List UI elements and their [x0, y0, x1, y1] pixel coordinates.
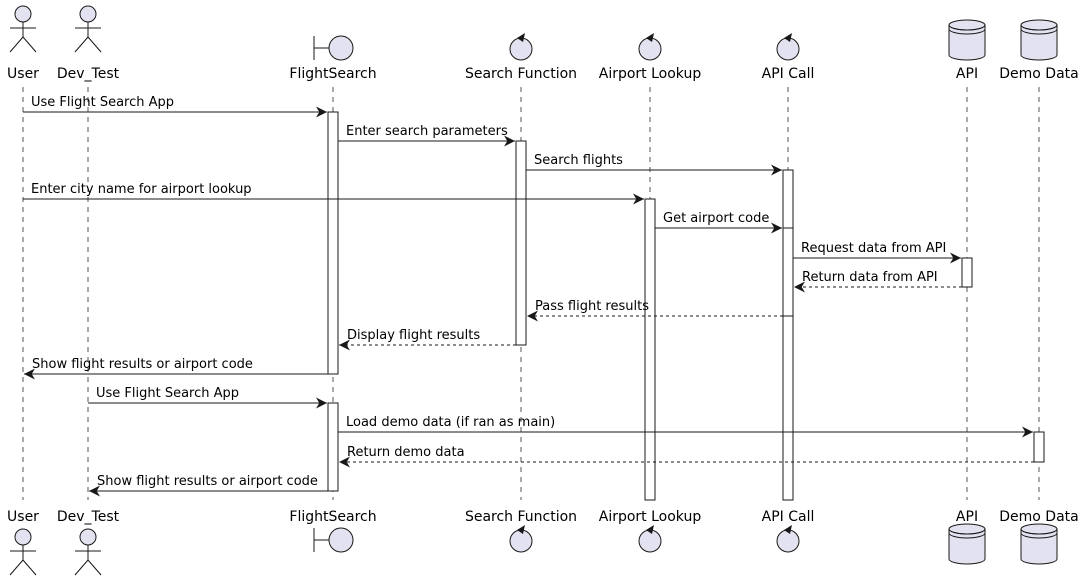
participant-label: API: [956, 509, 978, 525]
boundary-icon: [313, 35, 354, 61]
participant-user-bottom: User: [7, 509, 39, 576]
participant-searchfn-bottom: Search Function: [465, 509, 577, 553]
activation-bar-api: [961, 257, 973, 288]
message-label: Load demo data (if ran as main): [346, 415, 555, 430]
message-arrow: Get airport code: [655, 211, 782, 234]
message-arrow: Return data from API: [794, 270, 962, 293]
participant-label: API Call: [762, 66, 815, 82]
participant-label: FlightSearch: [289, 66, 376, 82]
actor-icon: [9, 528, 37, 576]
message-label: Enter search parameters: [346, 124, 508, 139]
actor-icon: [9, 5, 37, 53]
participant-label: User: [7, 509, 39, 525]
participant-label: Demo Data: [999, 66, 1078, 82]
message-label: Request data from API: [801, 241, 946, 256]
message-arrow: Use Flight Search App: [88, 386, 327, 409]
participant-label: Airport Lookup: [599, 509, 702, 525]
participant-flightsearch-bottom: FlightSearch: [289, 509, 377, 553]
control-icon: [776, 525, 800, 553]
activation-bar-flightsearch: [327, 111, 339, 375]
boundary-icon: [313, 527, 354, 553]
activation-bar-flightsearch: [327, 402, 339, 492]
participant-demo-bottom: Demo Data: [999, 509, 1079, 565]
message-label: Use Flight Search App: [96, 386, 239, 401]
activation-bar-searchfn: [515, 140, 527, 346]
participant-label: User: [7, 66, 39, 82]
message-label: Use Flight Search App: [31, 95, 174, 110]
participant-dev-bottom: Dev_Test: [57, 509, 120, 576]
control-icon: [509, 33, 533, 61]
message-arrow: Enter search parameters: [338, 124, 515, 147]
activation-bar-apicall: [782, 227, 794, 317]
message-arrow: Show flight results or airport code: [24, 357, 328, 380]
message-label: Return demo data: [347, 445, 465, 460]
message-label: Pass flight results: [535, 299, 649, 314]
message-label: Enter city name for airport lookup: [31, 182, 252, 197]
participant-label: API: [956, 66, 978, 82]
participant-label: Dev_Test: [57, 66, 120, 82]
activation-bar-airport: [644, 198, 656, 501]
participant-airport-bottom: Airport Lookup: [599, 509, 702, 553]
actor-icon: [74, 528, 102, 576]
database-icon: [1020, 523, 1058, 565]
database-icon: [948, 523, 986, 565]
participant-label: Search Function: [465, 66, 577, 82]
database-icon: [948, 19, 986, 61]
message-arrow: Enter city name for airport lookup: [23, 182, 644, 205]
control-icon: [638, 33, 662, 61]
control-icon: [776, 33, 800, 61]
actor-icon: [74, 5, 102, 53]
participant-apicall-top: API Call: [762, 33, 815, 82]
participant-api-bottom: API: [948, 509, 986, 565]
message-arrow: Search flights: [526, 153, 782, 176]
activation-bar-demo: [1033, 431, 1045, 463]
message-arrow: Pass flight results: [527, 299, 783, 322]
participant-demo-top: Demo Data: [999, 19, 1079, 82]
participant-dev-top: Dev_Test: [57, 5, 120, 82]
message-label: Return data from API: [802, 270, 938, 285]
participant-label: Search Function: [465, 509, 577, 525]
participant-flightsearch-top: FlightSearch: [289, 35, 377, 82]
message-label: Show flight results or airport code: [97, 474, 318, 489]
participant-label: Demo Data: [999, 509, 1078, 525]
participant-label: FlightSearch: [289, 509, 376, 525]
participant-api-top: API: [948, 19, 986, 82]
message-label: Display flight results: [347, 328, 480, 343]
message-label: Get airport code: [663, 211, 769, 226]
activation-bar-apicall: [782, 169, 794, 501]
message-arrow: Display flight results: [339, 328, 516, 351]
message-arrow: Use Flight Search App: [23, 95, 327, 118]
participant-label: Dev_Test: [57, 509, 120, 525]
message-label: Search flights: [534, 153, 623, 168]
message-arrow: Show flight results or airport code: [89, 474, 328, 497]
message-label: Show flight results or airport code: [32, 357, 253, 372]
participant-label: API Call: [762, 509, 815, 525]
participant-label: Airport Lookup: [599, 66, 702, 82]
message-arrow: Load demo data (if ran as main): [338, 415, 1033, 438]
message-arrow: Request data from API: [793, 241, 961, 264]
participant-apicall-bottom: API Call: [762, 509, 815, 553]
control-icon: [638, 525, 662, 553]
participant-searchfn-top: Search Function: [465, 33, 577, 82]
participant-user-top: User: [7, 5, 39, 82]
control-icon: [509, 525, 533, 553]
database-icon: [1020, 19, 1058, 61]
participant-airport-top: Airport Lookup: [599, 33, 702, 82]
message-arrow: Return demo data: [339, 445, 1034, 468]
